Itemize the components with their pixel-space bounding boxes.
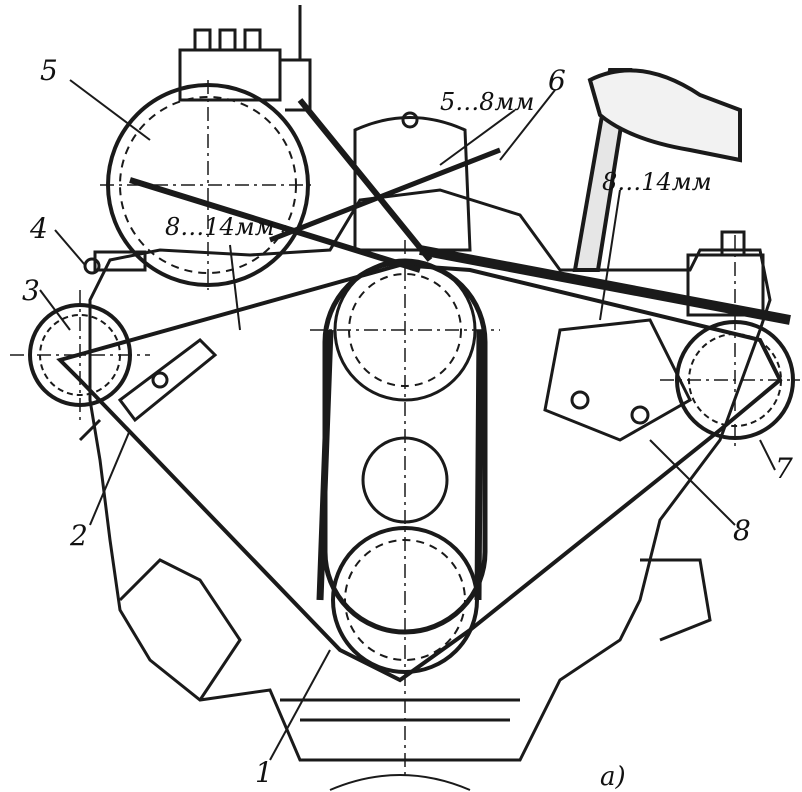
dimension-left: 8…14мм <box>165 213 275 241</box>
pulley-5-compressor <box>100 80 315 290</box>
panel-label: а) <box>600 762 626 792</box>
pulley-water-pump <box>361 436 449 524</box>
belt-check-rod <box>269 147 791 325</box>
pulley-7-pump <box>660 235 800 450</box>
tensioning-lever <box>572 68 742 272</box>
callout-2: 2 <box>69 519 88 552</box>
tensioner-bracket-8 <box>543 318 692 442</box>
oil-filter-canister <box>353 111 472 252</box>
callout-6: 6 <box>548 64 566 97</box>
leader-lines <box>39 79 776 761</box>
callout-5: 5 <box>40 54 58 87</box>
pulley-1-crankshaft <box>331 526 479 674</box>
power-steering-reservoir <box>686 230 765 317</box>
callout-4: 4 <box>29 212 48 245</box>
dimension-right: 8…14мм <box>602 168 712 196</box>
callout-1: 1 <box>255 756 273 789</box>
tensioner-bracket-2 <box>78 338 218 442</box>
adjuster-bolt-4 <box>83 250 147 275</box>
engine-block <box>88 188 772 791</box>
callout-3: 3 <box>22 274 40 307</box>
pulley-6-fan <box>310 240 500 780</box>
pulley-3-generator <box>10 290 150 420</box>
callout-8: 8 <box>733 514 751 547</box>
dimension-upper: 5…8мм <box>440 88 534 116</box>
callout-7: 7 <box>775 452 793 485</box>
